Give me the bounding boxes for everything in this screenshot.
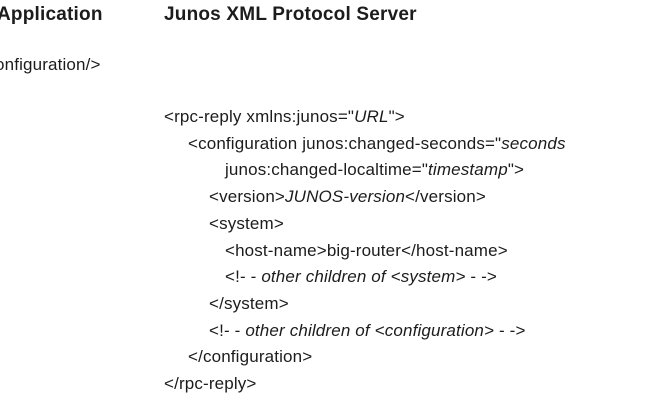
code-text: junos:changed-localtime=" — [225, 160, 429, 180]
variable-placeholder-text: JUNOS-version — [285, 187, 406, 207]
rpc-reply-code-line: <version>JUNOS-version</version> — [164, 184, 566, 211]
rpc-reply-code-line: <configuration junos:changed-seconds="se… — [164, 131, 566, 158]
code-text: </rpc-reply> — [164, 374, 257, 394]
variable-placeholder-text: URL — [354, 107, 389, 126]
code-text: </version> — [405, 187, 486, 207]
code-text: <system> — [209, 213, 284, 233]
code-text: <rpc-reply xmlns:junos=" — [164, 107, 355, 126]
client-command-fragment: onfiguration/> — [0, 55, 101, 74]
code-text: <!- - — [225, 267, 262, 287]
rpc-reply-code-line: </rpc-reply> — [164, 371, 566, 398]
variable-placeholder-text: other children of <configuration> — [245, 320, 495, 340]
client-application-column-header: Application — [0, 4, 103, 25]
variable-placeholder-text: other children of <system> — [261, 267, 466, 287]
rpc-reply-code-line: <!- - other children of <system> - -> — [164, 264, 566, 291]
rpc-reply-code-line: <!- - other children of <configuration> … — [164, 318, 566, 345]
code-text: "> — [388, 107, 405, 126]
rpc-reply-code-line: <rpc-reply xmlns:junos="URL"> — [164, 104, 566, 131]
code-text: <version> — [209, 187, 286, 207]
variable-placeholder-text: timestamp — [428, 160, 508, 180]
rpc-reply-code-line: <system> — [164, 211, 566, 238]
rpc-reply-code-line: </configuration> — [164, 344, 566, 371]
code-text: - -> — [494, 320, 526, 340]
code-text: </configuration> — [188, 347, 313, 367]
code-text: <configuration junos:changed-seconds=" — [188, 133, 502, 153]
server-rpc-reply-code-block: <rpc-reply xmlns:junos="URL"><configurat… — [164, 104, 566, 398]
code-text: <!- - — [209, 320, 246, 340]
variable-placeholder-text: seconds — [501, 133, 566, 153]
code-text: - -> — [465, 267, 498, 287]
rpc-reply-code-line: junos:changed-localtime="timestamp"> — [164, 157, 566, 184]
rpc-reply-code-line: </system> — [164, 291, 566, 318]
rpc-reply-code-line: <host-name>big-router</host-name> — [164, 238, 566, 265]
code-text: </system> — [209, 293, 289, 313]
junos-xml-protocol-server-column-header: Junos XML Protocol Server — [164, 4, 417, 25]
code-text: <host-name>big-router</host-name> — [225, 240, 508, 260]
code-text: "> — [507, 160, 525, 180]
